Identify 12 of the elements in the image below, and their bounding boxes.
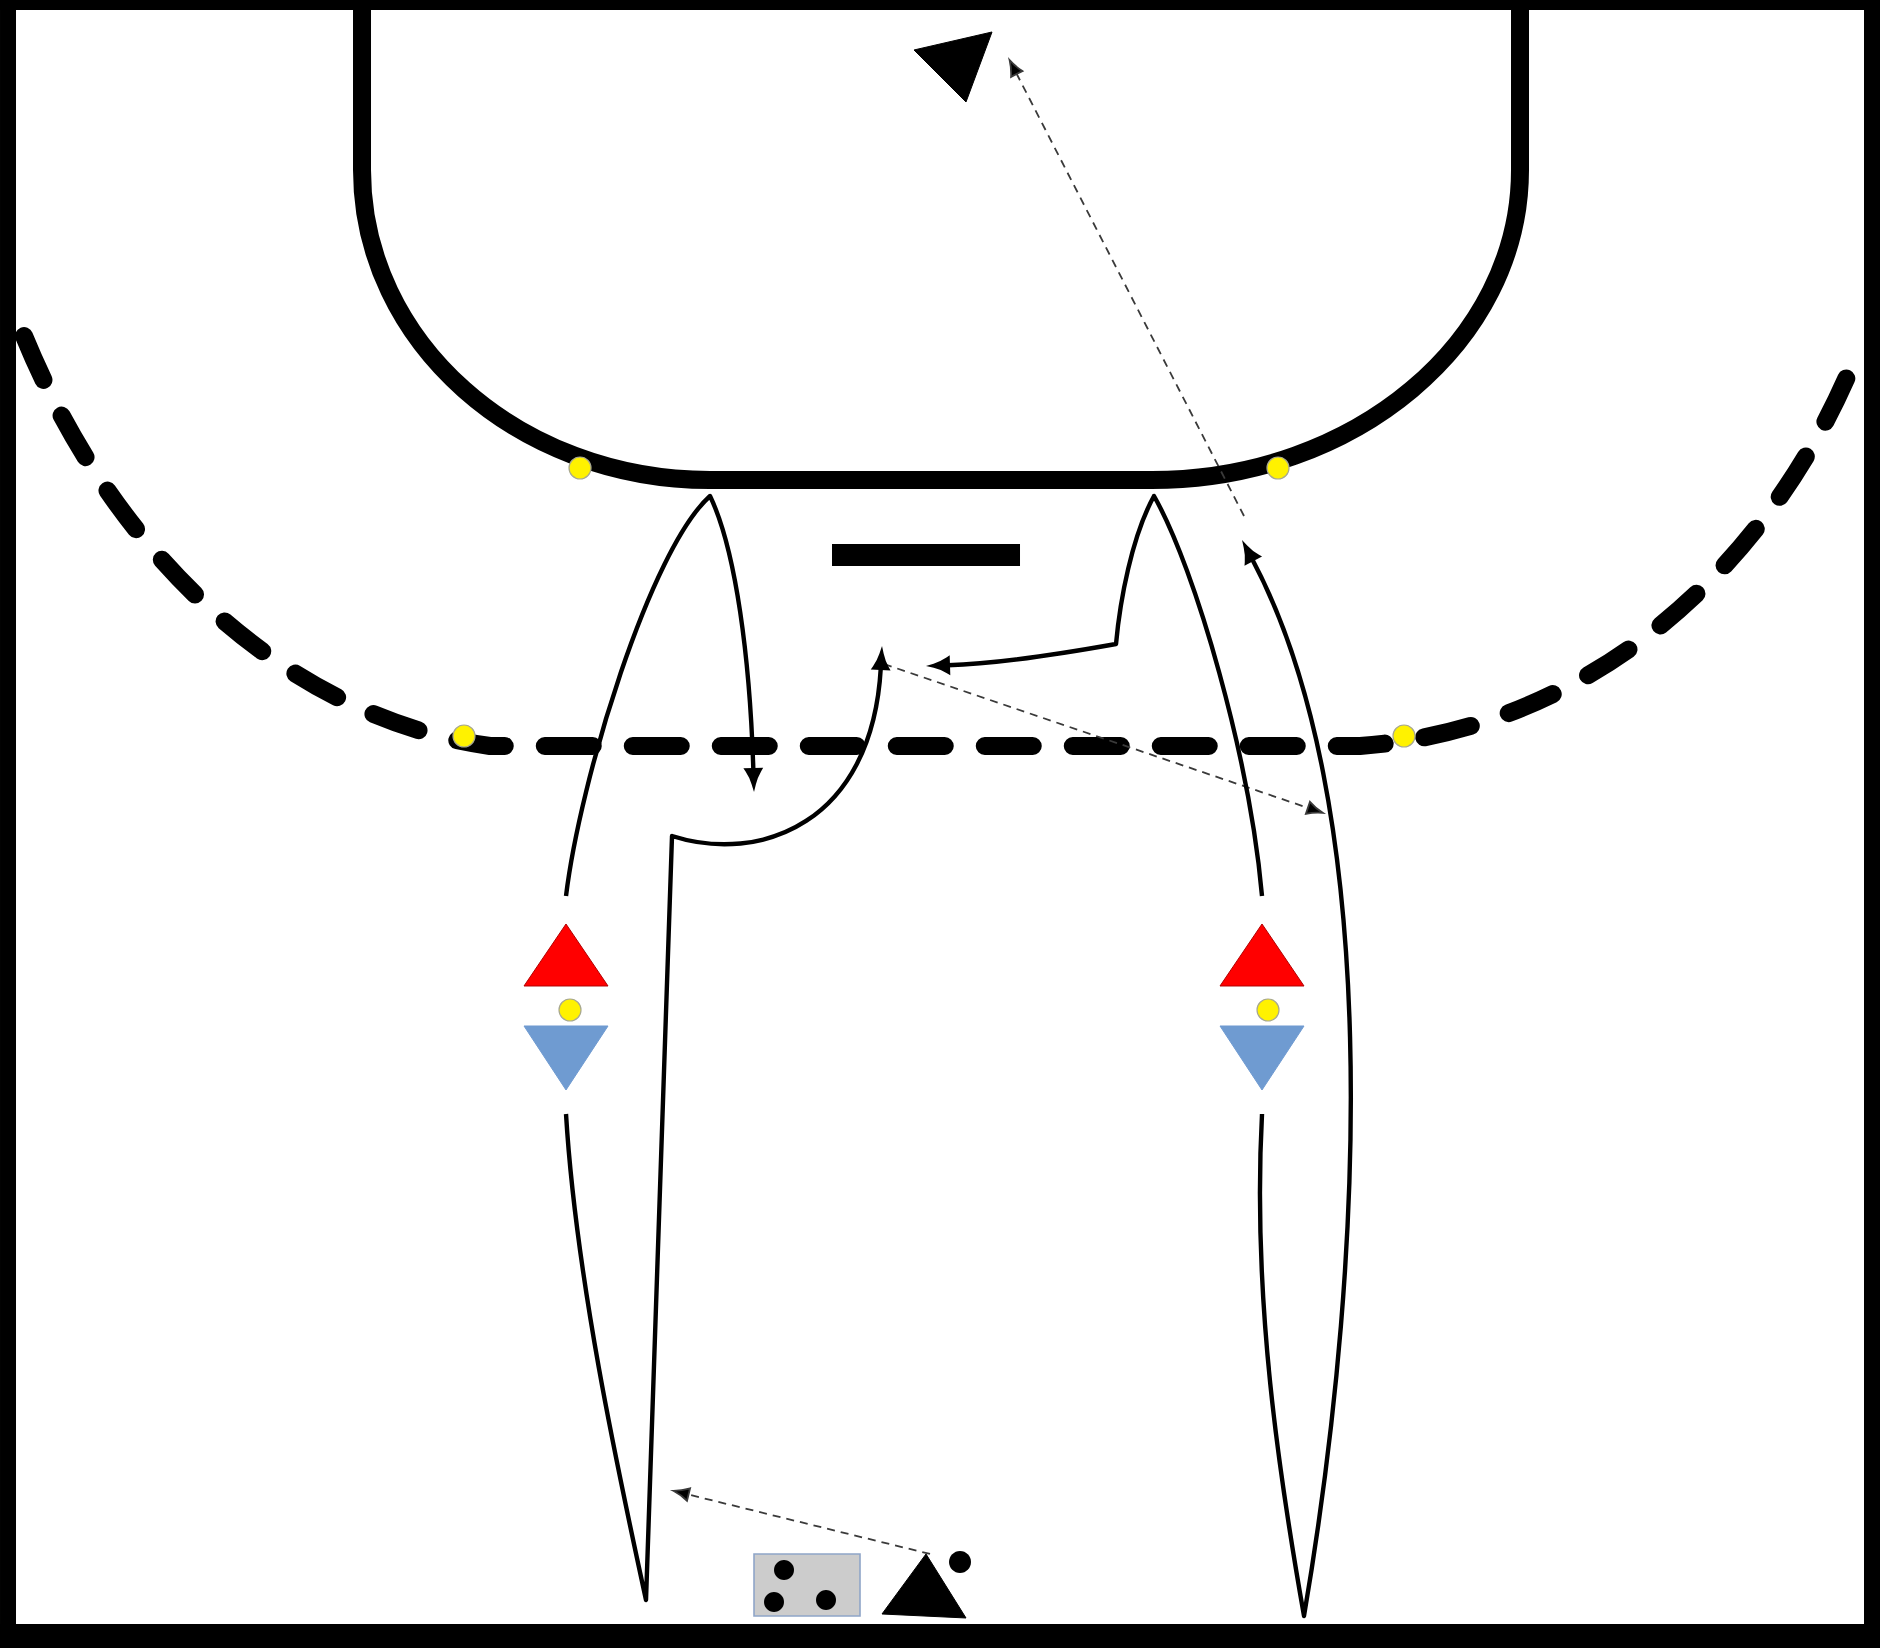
arrow xyxy=(1008,59,1245,517)
arrow xyxy=(563,493,762,897)
arrow xyxy=(672,1487,931,1555)
arrow xyxy=(932,493,1265,897)
player-triangle xyxy=(523,1025,609,1091)
arrow xyxy=(1243,545,1353,1619)
player-triangle xyxy=(523,923,609,987)
player-triangle xyxy=(1219,923,1305,987)
player-triangle xyxy=(881,1553,967,1619)
player-triangle xyxy=(1219,1025,1305,1091)
player-triangle xyxy=(913,31,993,103)
arrow xyxy=(563,652,889,1603)
